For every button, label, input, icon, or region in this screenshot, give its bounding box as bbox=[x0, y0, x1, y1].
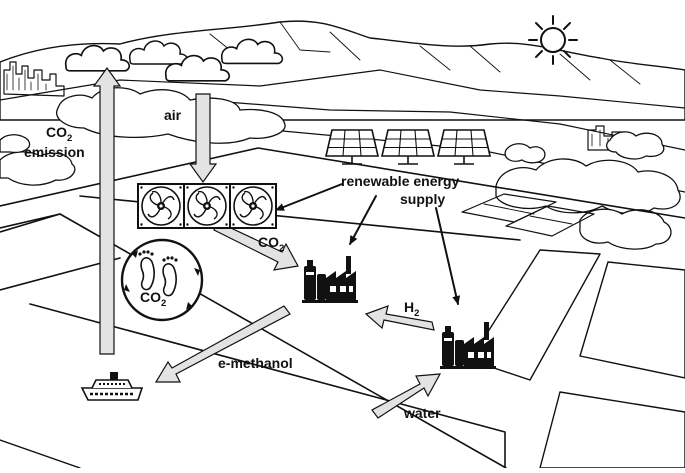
factory-icon bbox=[302, 256, 358, 303]
footprint-icon bbox=[120, 238, 204, 322]
air-label: air bbox=[164, 107, 182, 123]
ship-icon bbox=[80, 370, 144, 402]
ground-grid bbox=[0, 147, 685, 469]
water-arrow bbox=[371, 373, 442, 419]
air-arrow bbox=[188, 93, 218, 184]
field-plots bbox=[461, 193, 595, 237]
energy-supply-arrows bbox=[275, 183, 461, 305]
co2-flow-label: CO2 bbox=[258, 234, 284, 254]
water-label: water bbox=[403, 405, 441, 421]
cloud-group bbox=[64, 38, 284, 82]
tree-cluster-left bbox=[0, 87, 286, 186]
fan-icon bbox=[137, 183, 277, 229]
co2-flow-arrow bbox=[213, 221, 299, 271]
renewable-energy-label: renewable energy bbox=[341, 173, 459, 189]
co2-emission-word: emission bbox=[24, 144, 85, 160]
e-methanol-arrow bbox=[154, 305, 291, 383]
co2-emission-arrow bbox=[92, 66, 122, 355]
city-skyline-left bbox=[3, 61, 65, 97]
electrolyzer-factory-icon bbox=[440, 322, 496, 369]
solar-panel-icon bbox=[325, 129, 491, 165]
co2-emission-label: CO2 bbox=[46, 124, 72, 144]
renewable-supply-label: supply bbox=[400, 191, 445, 207]
footprint-co2-label: CO2 bbox=[140, 289, 166, 309]
e-methanol-label: e-methanol bbox=[218, 355, 293, 371]
h2-label: H2 bbox=[404, 299, 419, 319]
sun-icon bbox=[528, 15, 578, 65]
h2-flow-arrow bbox=[364, 305, 435, 331]
